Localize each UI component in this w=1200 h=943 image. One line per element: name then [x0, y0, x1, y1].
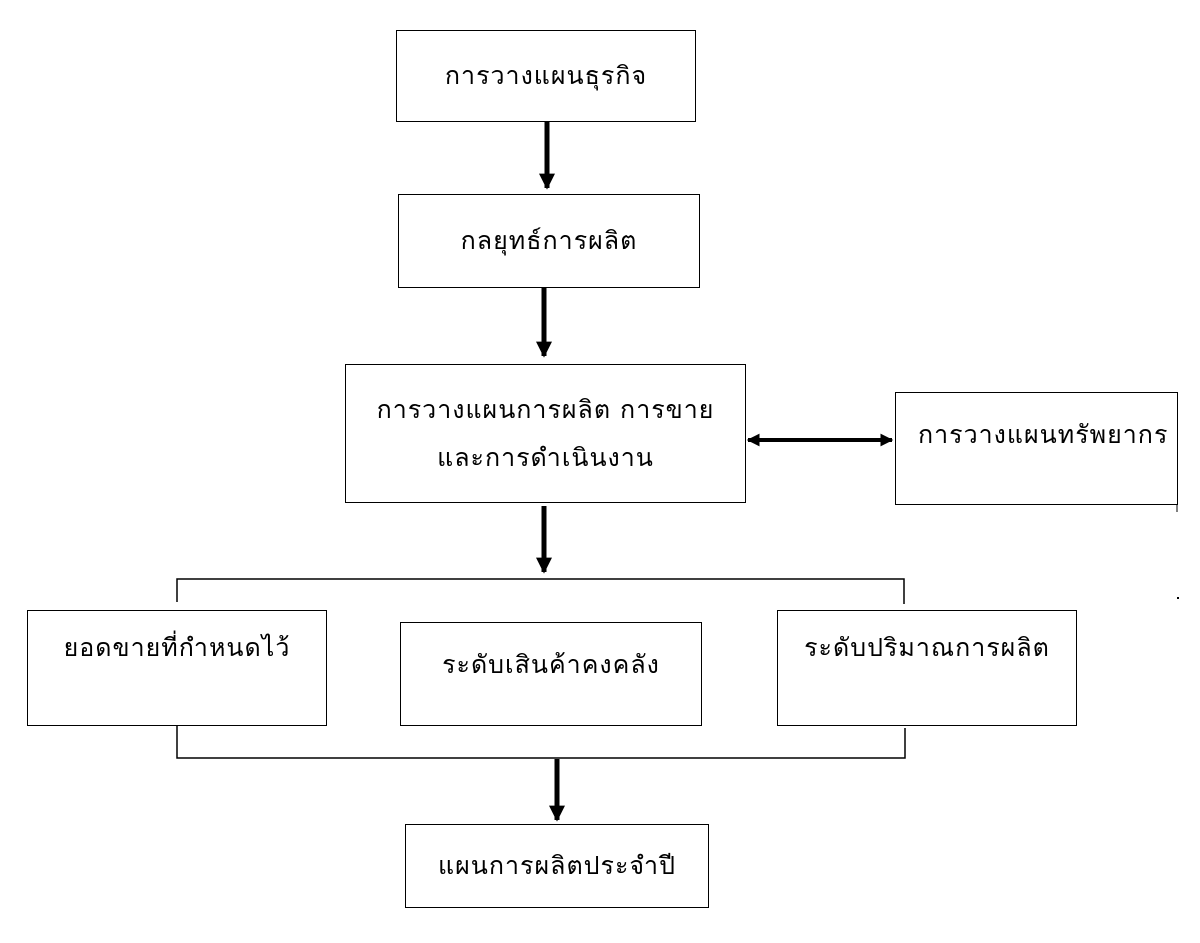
- node-business-planning-label: การวางแผนธุรกิจ: [444, 61, 648, 90]
- node-target-sales: ยอดขายที่กำหนดไว้: [27, 610, 327, 726]
- node-annual-production-plan-label: แผนการผลิตประจำปี: [438, 851, 676, 880]
- node-inventory-level-label: ระดับเสินค้าคงคลัง: [442, 650, 660, 679]
- bottom-bracket: [176, 725, 906, 759]
- node-production-level: ระดับปริมาณการผลิต: [777, 610, 1077, 726]
- node-sales-ops-planning: การวางแผนการผลิต การขาย และการดำเนินงาน: [345, 364, 746, 503]
- node-sales-ops-planning-line2: และการดำเนินงาน: [437, 442, 654, 472]
- top-bracket: [176, 578, 905, 604]
- edge-artifact-dot: [1177, 597, 1179, 599]
- node-target-sales-label: ยอดขายที่กำหนดไว้: [63, 633, 291, 662]
- node-inventory-level: ระดับเสินค้าคงคลัง: [400, 622, 702, 726]
- node-production-strategy-label: กลยุทธ์การผลิต: [460, 226, 638, 255]
- node-annual-production-plan: แผนการผลิตประจำปี: [405, 824, 709, 908]
- node-production-strategy: กลยุทธ์การผลิต: [398, 194, 700, 288]
- node-resource-planning-label: การวางแผนทรัพยากร: [918, 420, 1169, 449]
- node-resource-planning: การวางแผนทรัพยากร: [895, 392, 1178, 505]
- node-production-level-label: ระดับปริมาณการผลิต: [804, 633, 1050, 662]
- node-business-planning: การวางแผนธุรกิจ: [396, 30, 696, 122]
- node-sales-ops-planning-line1: การวางแผนการผลิต การขาย: [376, 394, 715, 424]
